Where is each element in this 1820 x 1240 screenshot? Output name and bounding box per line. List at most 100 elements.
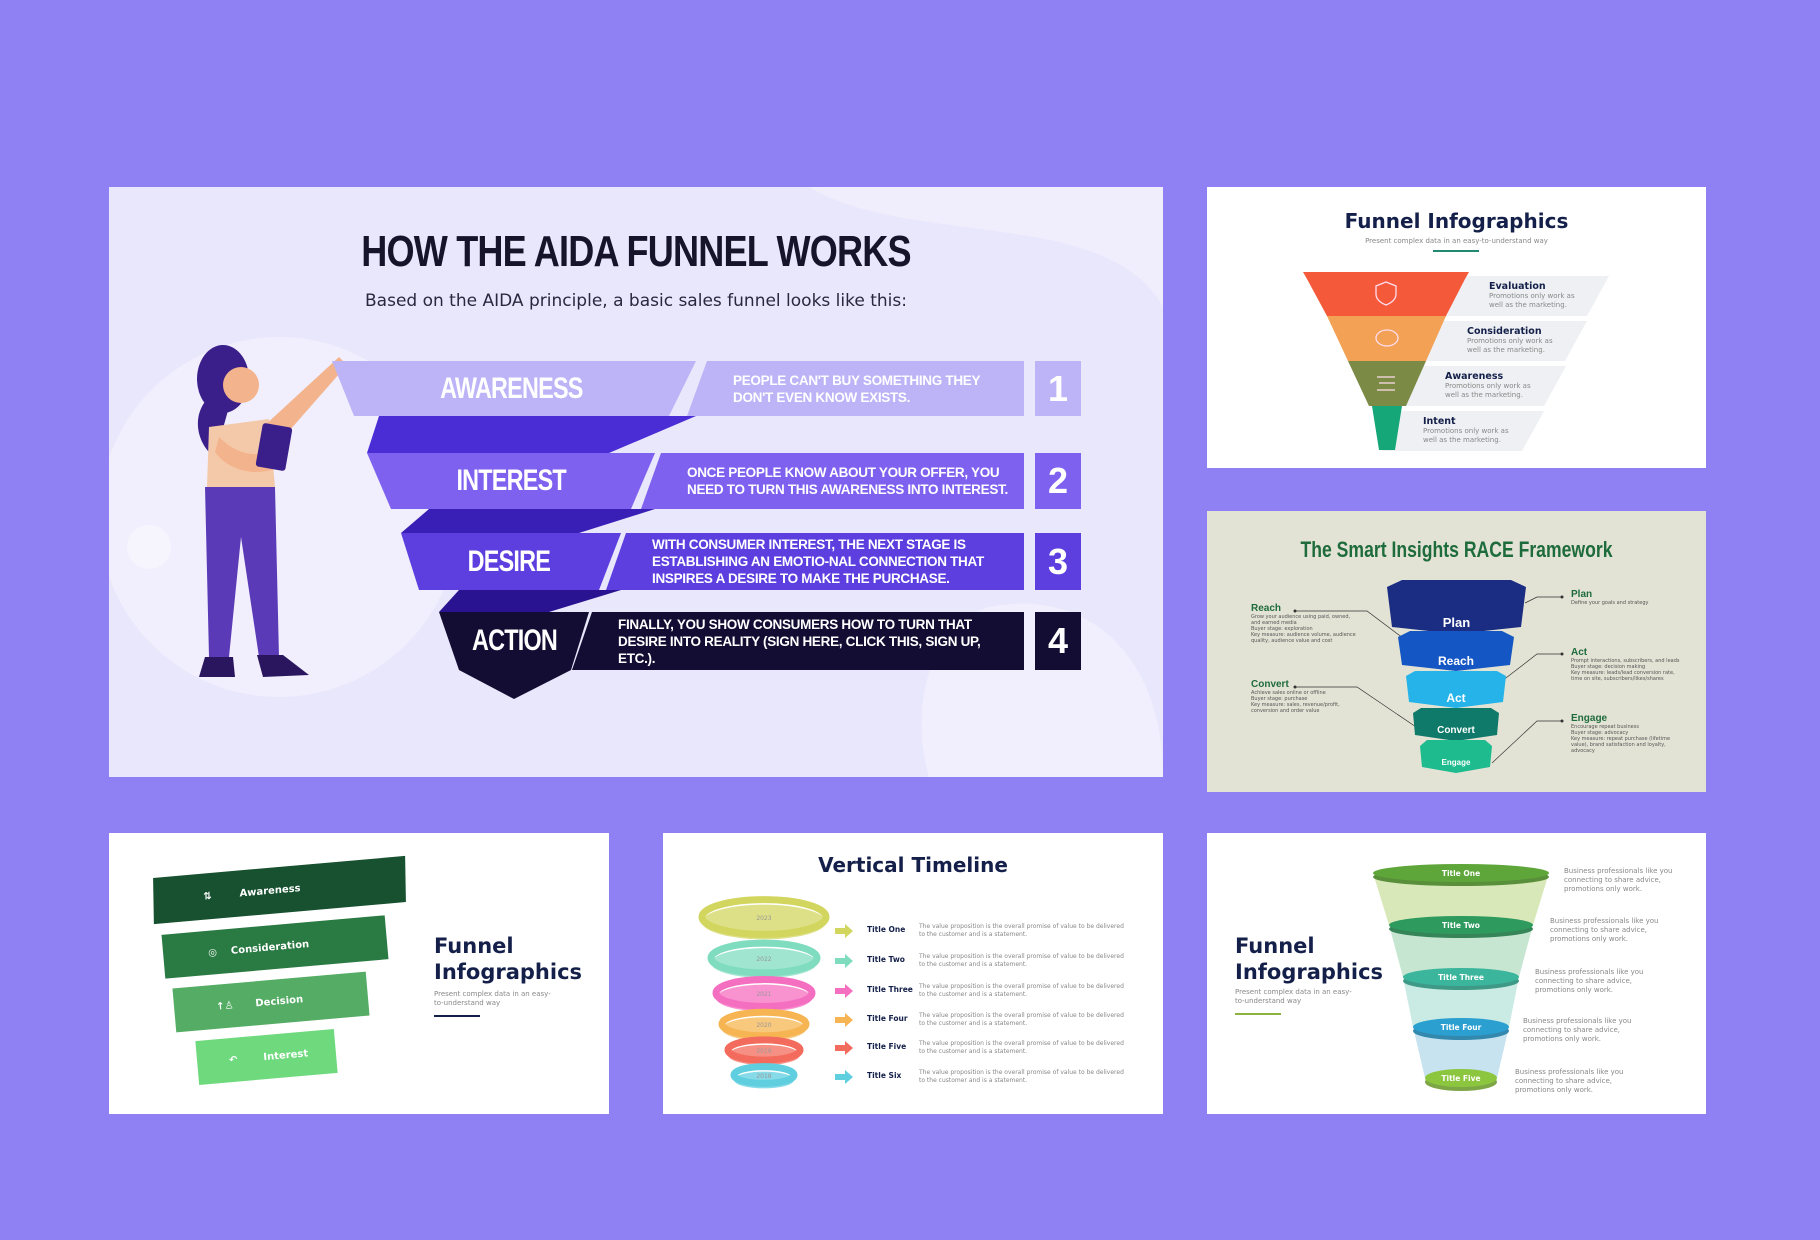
shield-icon [1375, 281, 1397, 306]
timeline-title: Title Three [867, 985, 913, 994]
chat-bubble-icon [1375, 329, 1399, 347]
timeline-year: 2022 [756, 956, 771, 963]
funnel-disc: Title Two [1389, 916, 1533, 938]
timeline-ring: 2020 [718, 1008, 810, 1041]
funnel-text: Business professionals like you connecti… [1515, 1068, 1624, 1094]
aida-funnel [332, 361, 696, 699]
stage-description-interest: ONCE PEOPLE KNOW ABOUT YOUR OFFER, YOU N… [641, 453, 1024, 509]
convert-label: Convert [1437, 725, 1475, 736]
evaluation-band [1303, 272, 1469, 316]
band-consideration: ◎Consideration [161, 915, 389, 979]
interest-band [367, 453, 655, 509]
funnel-disc: Title Five [1425, 1069, 1497, 1091]
slide-subtitle: Present complex data in an easy-to-under… [1235, 988, 1352, 1005]
timeline-ring: 2018 [730, 1063, 798, 1089]
timeline-title: Title Two [867, 955, 905, 964]
stage-description-awareness: PEOPLE CAN'T BUY SOMETHING THEY DON'T EV… [687, 361, 1024, 416]
slide-subtitle: Present complex data in an easy-to-under… [434, 990, 551, 1007]
stage-label-action: ACTION [471, 624, 557, 657]
timeline-text: The value proposition is the overall pro… [919, 923, 1124, 938]
band-interest: ↶Interest [195, 1029, 338, 1085]
funnel-infographics-slide[interactable]: Funnel Infographics Present complex data… [1207, 187, 1706, 468]
timeline-year: 2021 [756, 991, 771, 998]
arrow-right-icon [835, 954, 853, 968]
person-circle-icon: ◎ [207, 946, 218, 959]
disc-title: Title One [1442, 869, 1480, 878]
funnel-chart [1303, 272, 1609, 451]
disc-title: Title Four [1441, 1023, 1482, 1032]
slide-title: Funnel Infographics [1344, 209, 1569, 233]
timeline-year: 2023 [756, 915, 771, 922]
undo-arrow-icon: ↶ [228, 1054, 238, 1066]
divider [1433, 250, 1479, 252]
timeline-ring: 2021 [712, 976, 816, 1012]
funnel-text: Business professionals like you connecti… [1564, 867, 1673, 893]
intent-band [1372, 406, 1402, 450]
convert-info: Convert Achieve sales online or offline … [1251, 679, 1340, 714]
funnel-disc: Title Four [1413, 1018, 1509, 1040]
aida-slide[interactable]: HOW THE AIDA FUNNEL WORKS Based on the A… [109, 187, 1163, 777]
timeline-title: Title One [867, 925, 906, 934]
arrow-right-icon [835, 1013, 853, 1027]
stage-label-desire: DESIRE [467, 544, 551, 578]
plan-layer [1387, 580, 1526, 634]
action-band [439, 612, 589, 699]
reach-label: Reach [1437, 654, 1475, 668]
arrows-up-down-icon: ⇅ [203, 890, 212, 903]
woman-illustration-icon [197, 345, 347, 677]
engage-label: Engage [1441, 758, 1471, 767]
slide-subtitle: Present complex data in an easy-to-under… [1365, 237, 1548, 245]
timeline-rings: 2023 2022 2021 2020 2019 2018 [698, 896, 853, 1089]
page-title: HOW THE AIDA FUNNEL WORKS [361, 227, 911, 276]
arrow-right-icon [835, 1070, 853, 1084]
timeline-text: The value proposition is the overall pro… [919, 1069, 1124, 1084]
timeline-ring: 2023 [698, 896, 830, 940]
stage-number-2: 2 [1035, 453, 1081, 509]
stage-label-interest: INTEREST [456, 464, 567, 497]
arrow-right-icon [835, 984, 853, 998]
timeline-text: The value proposition is the overall pro… [919, 983, 1124, 998]
funnel-bands-slide[interactable]: ⇅Awareness ◎Consideration ↑♙Decision ↶In… [109, 833, 609, 1114]
band-awareness: ⇅Awareness [153, 855, 406, 925]
divider [1235, 1013, 1281, 1015]
slide-title: The Smart Insights RACE Framework [1300, 537, 1613, 562]
stage-description-desire: WITH CONSUMER INTEREST, THE NEXT STAGE I… [606, 533, 1024, 590]
timeline-title: Title Six [867, 1071, 902, 1080]
race-funnel [1293, 580, 1564, 773]
stage-number-1: 1 [1035, 361, 1081, 416]
act-info: Act Prompt interactions, subscribers, an… [1571, 647, 1680, 682]
funnel-text: Business professionals like you connecti… [1523, 1017, 1632, 1043]
timeline-year: 2019 [756, 1048, 771, 1055]
desire-band [401, 533, 621, 590]
disc-title: Title Two [1442, 921, 1480, 930]
timeline-ring: 2019 [724, 1036, 804, 1066]
stage-label-awareness: AWARENESS [440, 371, 583, 405]
arrow-right-icon [835, 924, 853, 938]
stage-description-action: FINALLY, YOU SHOW CONSUMERS HOW TO TURN … [572, 612, 1024, 670]
funnel-disc: Title One [1373, 864, 1549, 886]
timeline-title: Title Four [867, 1014, 908, 1023]
timeline-text: The value proposition is the overall pro… [919, 953, 1124, 968]
act-label: Act [1446, 691, 1466, 705]
timeline-text: The value proposition is the overall pro… [919, 1012, 1124, 1027]
divider [434, 1015, 480, 1017]
race-framework-slide[interactable]: The Smart Insights RACE Framework Plan R… [1207, 511, 1706, 792]
engage-layer [1420, 740, 1492, 773]
hands-icon [1377, 376, 1395, 391]
timeline-title: Title Five [867, 1042, 907, 1051]
band-decision: ↑♙Decision [172, 971, 370, 1033]
reach-layer [1398, 631, 1514, 671]
person-growth-icon: ↑♙ [215, 999, 234, 1013]
disc-title: Title Three [1438, 973, 1484, 982]
disc-title: Title Five [1441, 1074, 1480, 1083]
convert-layer [1413, 708, 1499, 741]
